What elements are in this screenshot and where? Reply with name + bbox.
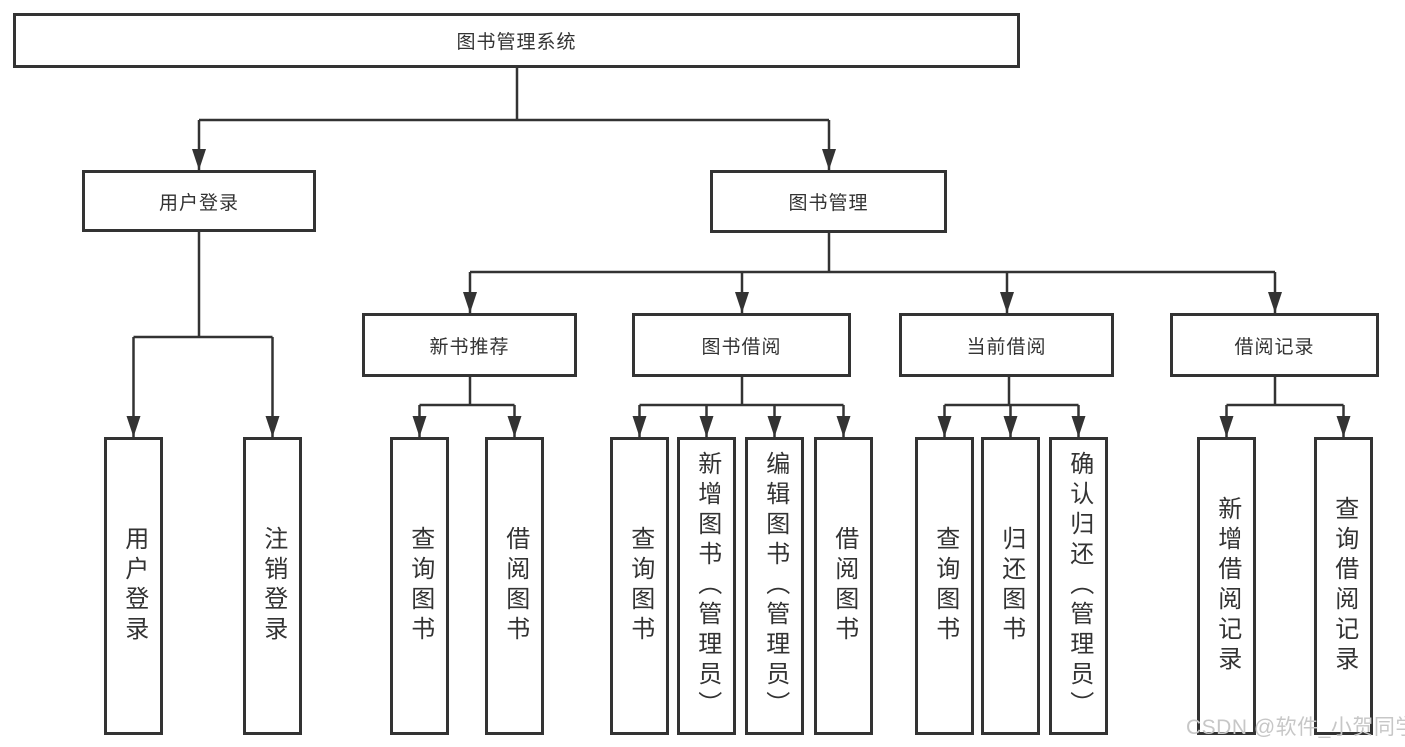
node-label: 图书管理 xyxy=(788,193,869,214)
leaf-logout: 注销登录 xyxy=(243,437,302,735)
csdn-watermark: CSDN @软件_小贺同学 xyxy=(1186,716,1405,739)
node-book-management: 图书管理 xyxy=(710,170,947,233)
node-book-borrowing: 图书借阅 xyxy=(632,313,851,377)
leaf-label: 注销登录 xyxy=(259,526,287,646)
leaf-label: 确认归还（管理员） xyxy=(1065,451,1093,721)
leaf-borrow-books-recommendation: 借阅图书 xyxy=(485,437,544,735)
leaf-confirm-return-admin: 确认归还（管理员） xyxy=(1049,437,1108,735)
leaf-label: 借阅图书 xyxy=(501,526,529,646)
leaf-query-books-current: 查询图书 xyxy=(915,437,974,735)
leaf-label: 用户登录 xyxy=(120,526,148,646)
node-label: 用户登录 xyxy=(158,192,239,214)
node-label: 当前借阅 xyxy=(966,336,1047,358)
leaf-label: 归还图书 xyxy=(997,526,1025,646)
node-user-login: 用户登录 xyxy=(82,170,316,232)
leaf-add-books-admin: 新增图书（管理员） xyxy=(677,437,736,735)
leaf-query-books-recommendation: 查询图书 xyxy=(390,437,449,735)
node-borrowing-records: 借阅记录 xyxy=(1170,313,1379,377)
leaf-edit-books-admin: 编辑图书（管理员） xyxy=(745,437,804,735)
node-label: 借阅记录 xyxy=(1234,336,1315,358)
leaf-query-books-borrowing: 查询图书 xyxy=(610,437,669,735)
leaf-label: 新增借阅记录 xyxy=(1213,496,1241,676)
leaf-borrow-books: 借阅图书 xyxy=(814,437,873,735)
node-current-borrowing: 当前借阅 xyxy=(899,313,1114,377)
leaf-label: 查询图书 xyxy=(406,526,434,646)
leaf-label: 查询借阅记录 xyxy=(1330,496,1358,676)
node-new-book-recommendation: 新书推荐 xyxy=(362,313,577,377)
node-label: 新书推荐 xyxy=(429,336,510,358)
leaf-return-books: 归还图书 xyxy=(981,437,1040,735)
leaf-label: 查询图书 xyxy=(626,526,654,646)
node-library-management-system: 图书管理系统 xyxy=(13,13,1020,68)
leaf-add-borrow-record: 新增借阅记录 xyxy=(1197,437,1256,735)
leaf-label: 借阅图书 xyxy=(830,526,858,646)
node-label: 图书借阅 xyxy=(701,336,782,358)
leaf-label: 编辑图书（管理员） xyxy=(761,451,789,721)
leaf-label: 查询图书 xyxy=(931,526,959,646)
leaf-user-login: 用户登录 xyxy=(104,437,163,735)
leaf-query-borrow-record: 查询借阅记录 xyxy=(1314,437,1373,735)
leaf-label: 新增图书（管理员） xyxy=(693,451,721,721)
node-label: 图书管理系统 xyxy=(456,32,577,53)
